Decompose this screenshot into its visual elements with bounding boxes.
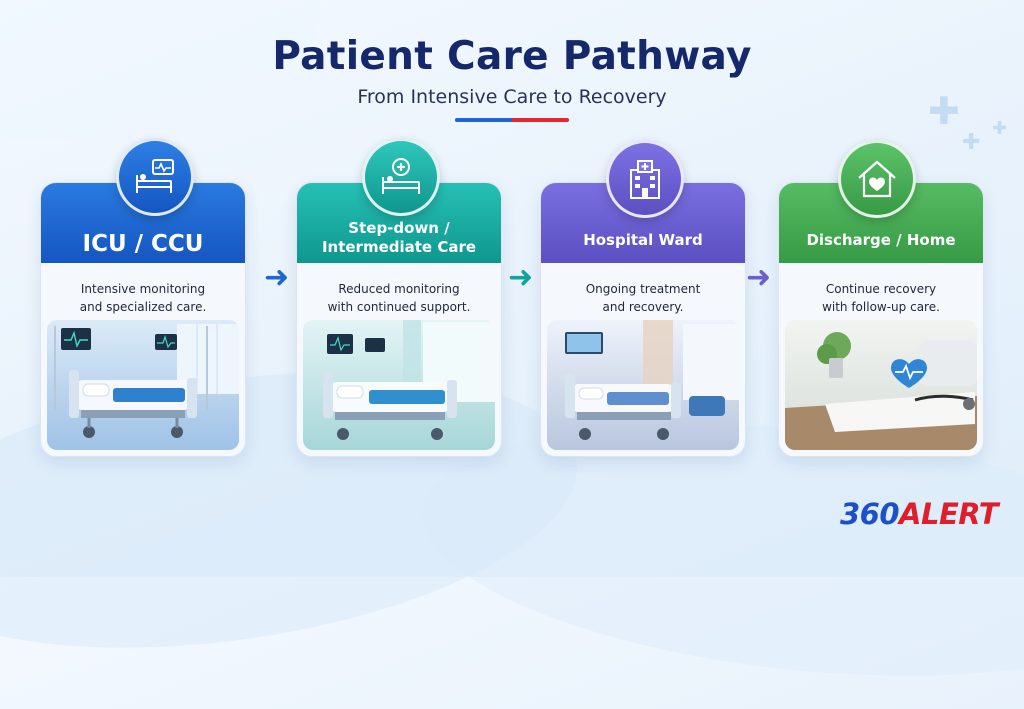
chevron-right-icon: ➜ xyxy=(746,260,772,295)
description-line: Intensive monitoring xyxy=(80,282,206,296)
description-line: Ongoing treatment xyxy=(585,282,701,296)
stage-title: Step-down / Intermediate Care xyxy=(322,219,476,257)
chevron-right-icon: ➜ xyxy=(264,260,290,295)
stage-description: Ongoing treatment and recovery. xyxy=(541,280,745,316)
icu-bed-monitor-icon xyxy=(116,138,194,216)
stage-header: ICU / CCU xyxy=(41,183,245,263)
stage-title: Discharge / Home xyxy=(806,231,956,249)
stage-card-discharge-home: Discharge / Home Continue recovery with … xyxy=(778,182,984,457)
description-line: and recovery. xyxy=(602,300,684,314)
decorative-plus-icon: ✚ xyxy=(962,130,981,155)
stage-title: ICU / CCU xyxy=(82,231,204,257)
page-subtitle: From Intensive Care to Recovery xyxy=(357,86,667,108)
description-line: with follow-up care. xyxy=(822,300,940,314)
description-line: Reduced monitoring xyxy=(338,282,460,296)
home-recovery-image xyxy=(785,320,977,450)
bed-plus-icon xyxy=(362,138,440,216)
decorative-plus-icon: ✚ xyxy=(928,89,960,133)
stage-card-hospital-ward: Hospital Ward Ongoing treatment and reco… xyxy=(540,182,746,457)
hospital-building-icon xyxy=(606,140,684,218)
logo-word: ALERT xyxy=(899,497,999,531)
brand-logo: 360ALERT xyxy=(840,497,999,531)
house-heart-icon xyxy=(838,140,916,218)
logo-number: 360 xyxy=(840,497,900,531)
decorative-plus-icon: ✚ xyxy=(992,118,1008,139)
description-line: and specialized care. xyxy=(79,300,207,314)
description-line: Continue recovery xyxy=(825,282,937,296)
intermediate-care-room-image xyxy=(303,320,495,450)
title-underline xyxy=(455,118,569,122)
description-line: with continued support. xyxy=(327,300,471,314)
hospital-ward-room-image xyxy=(547,320,739,450)
stage-card-icu: ICU / CCU Intensive monitoring and speci… xyxy=(40,182,246,457)
stage-description: Intensive monitoring and specialized car… xyxy=(41,280,245,316)
stage-description: Continue recovery with follow-up care. xyxy=(779,280,983,316)
chevron-right-icon: ➜ xyxy=(508,260,534,295)
stage-description: Reduced monitoring with continued suppor… xyxy=(297,280,501,316)
title-line: Intermediate Care xyxy=(321,238,477,256)
stage-card-step-down: Step-down / Intermediate Care Reduced mo… xyxy=(296,182,502,457)
page-title: Patient Care Pathway xyxy=(272,34,752,79)
icu-room-image xyxy=(47,320,239,450)
title-line: Step-down / xyxy=(348,219,450,237)
stage-title: Hospital Ward xyxy=(583,231,703,249)
